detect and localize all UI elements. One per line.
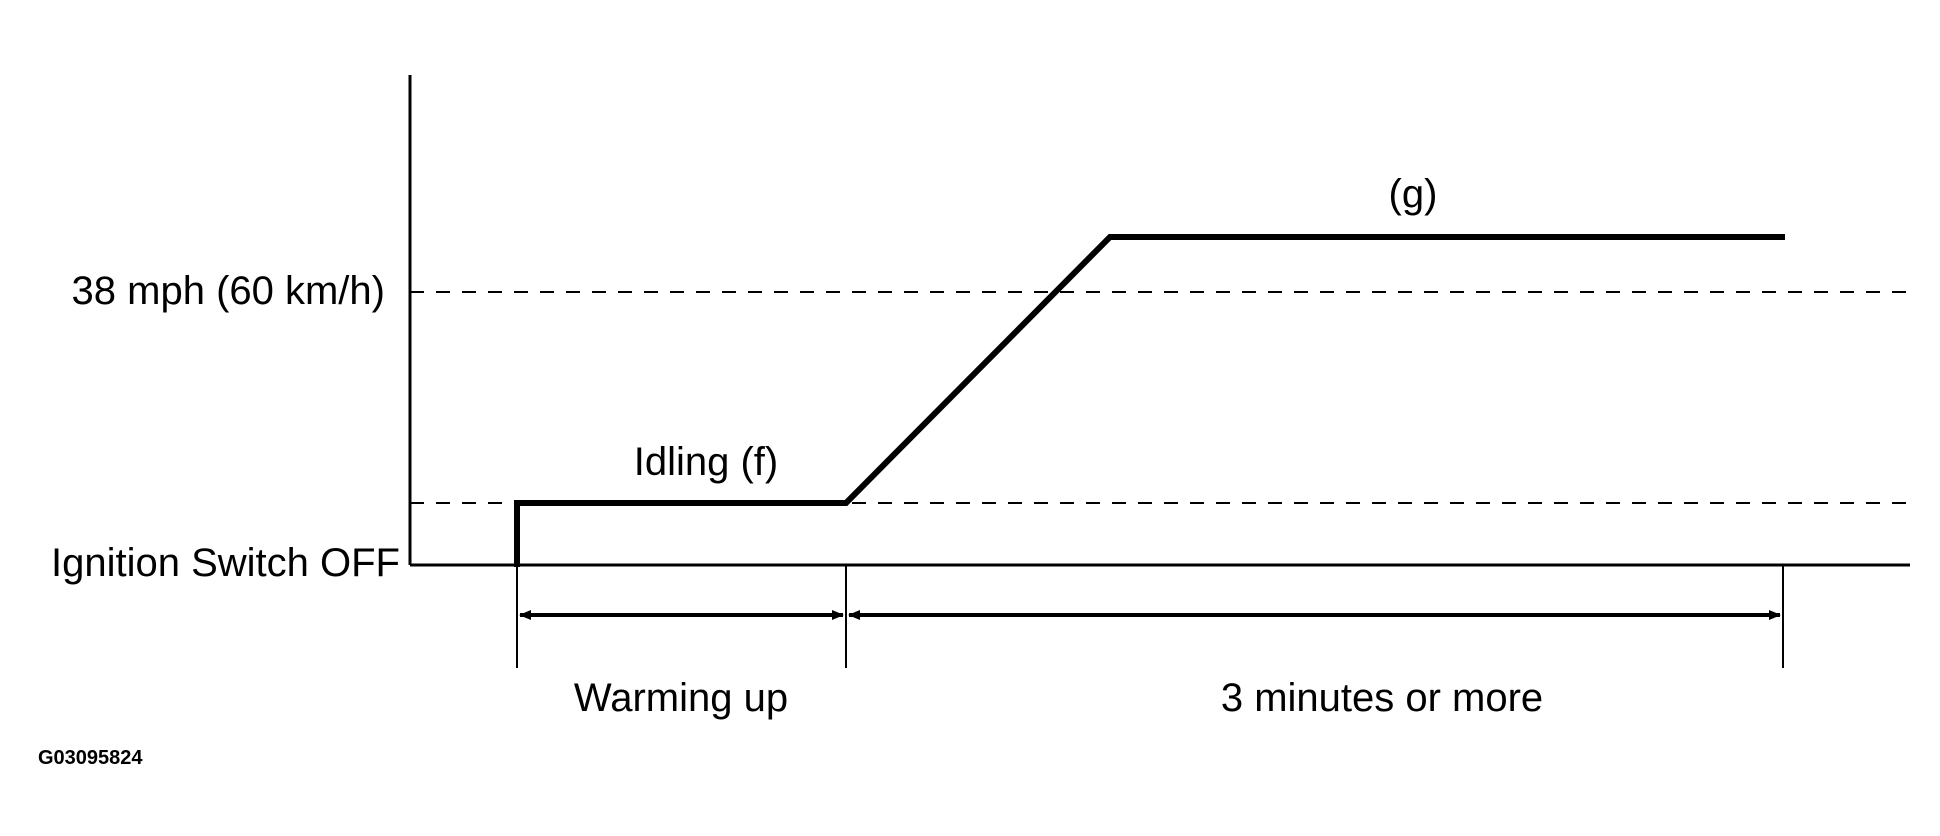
phase-g-label: (g): [1389, 172, 1438, 216]
idling-label: Idling (f): [634, 440, 779, 484]
speed-level-label: 38 mph (60 km/h): [72, 269, 385, 313]
ignition-off-label: Ignition Switch OFF: [51, 541, 400, 585]
figure-id-label: G03095824: [38, 747, 143, 769]
warming-up-label: Warming up: [574, 676, 788, 720]
speed-profile-line: [514, 234, 1785, 567]
duration-label: 3 minutes or more: [1221, 676, 1543, 720]
